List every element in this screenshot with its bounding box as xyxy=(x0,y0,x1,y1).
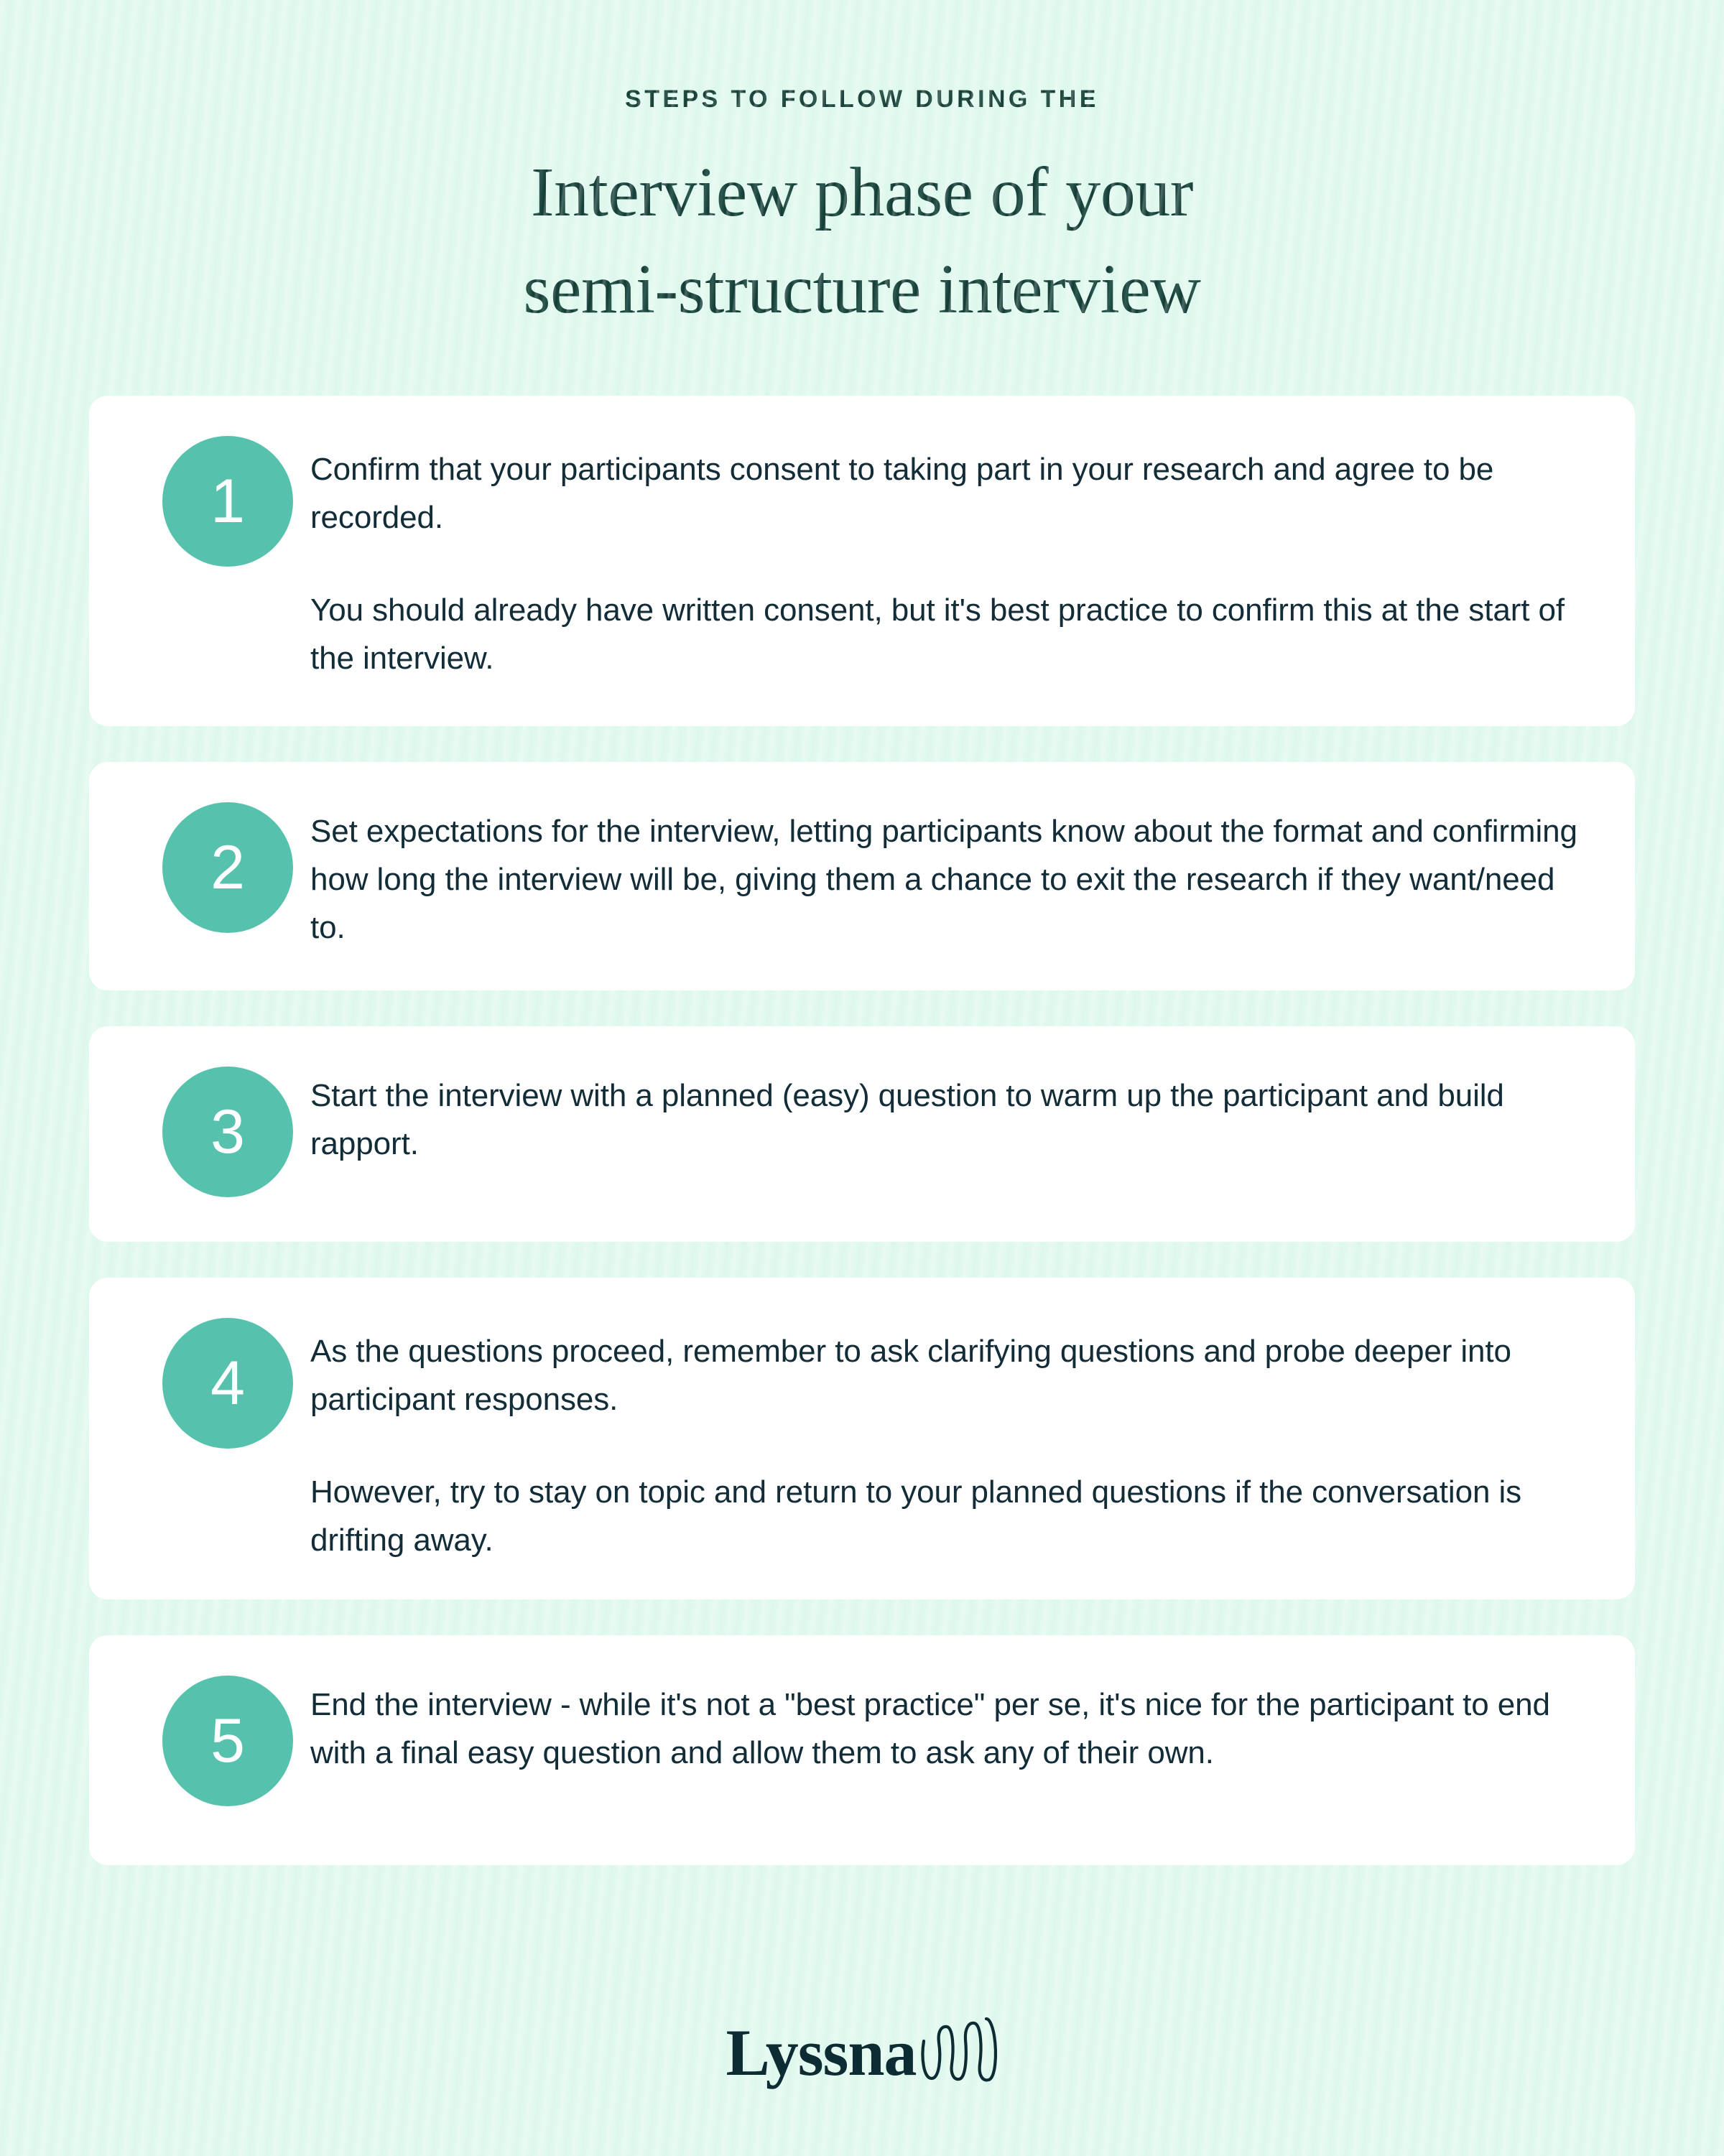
step-body: Set expectations for the interview, lett… xyxy=(310,792,1592,952)
step-badge-wrap: 5 xyxy=(134,1665,310,1807)
squiggle-loops-icon xyxy=(920,2017,997,2082)
step-card: 4 As the questions proceed, remember to … xyxy=(89,1278,1635,1600)
step-paragraph: However, try to stay on topic and return… xyxy=(310,1474,1522,1558)
brand-footer: Lyssna xyxy=(0,2017,1724,2086)
step-number-badge: 2 xyxy=(162,802,293,934)
step-number-badge: 5 xyxy=(162,1676,293,1807)
step-paragraph: Confirm that your participants consent t… xyxy=(310,452,1494,536)
brand-wordmark: Lyssna xyxy=(726,2016,917,2089)
step-paragraph: End the interview - while it's not a "be… xyxy=(310,1687,1550,1771)
step-paragraph: Set expectations for the interview, lett… xyxy=(310,814,1577,946)
step-body: Confirm that your participants consent t… xyxy=(310,426,1592,683)
step-badge-wrap: 4 xyxy=(134,1308,310,1449)
page-title: Interview phase of your semi-structure i… xyxy=(0,144,1724,338)
steps-list: 1 Confirm that your participants consent… xyxy=(0,338,1724,1866)
hero-header: STEPS TO FOLLOW DURING THE Interview pha… xyxy=(0,0,1724,338)
step-body: End the interview - while it's not a "be… xyxy=(310,1665,1592,1778)
step-number-badge: 4 xyxy=(162,1318,293,1449)
page-title-line-2: semi-structure interview xyxy=(523,251,1201,329)
step-badge-wrap: 1 xyxy=(134,426,310,567)
step-number-badge: 3 xyxy=(162,1067,293,1198)
page-title-line-1: Interview phase of your xyxy=(531,153,1193,231)
step-badge-wrap: 3 xyxy=(134,1056,310,1198)
step-paragraph: Start the interview with a planned (easy… xyxy=(310,1078,1504,1162)
eyebrow-label: STEPS TO FOLLOW DURING THE xyxy=(625,85,1099,113)
step-card: 3 Start the interview with a planned (ea… xyxy=(89,1026,1635,1242)
step-card: 1 Confirm that your participants consent… xyxy=(89,396,1635,727)
step-body: Start the interview with a planned (easy… xyxy=(310,1056,1592,1168)
step-card: 2 Set expectations for the interview, le… xyxy=(89,762,1635,991)
step-card: 5 End the interview - while it's not a "… xyxy=(89,1635,1635,1866)
step-paragraph: You should already have written consent,… xyxy=(310,593,1565,676)
step-number-badge: 1 xyxy=(162,436,293,567)
step-body: As the questions proceed, remember to as… xyxy=(310,1308,1592,1565)
step-paragraph: As the questions proceed, remember to as… xyxy=(310,1334,1511,1418)
step-badge-wrap: 2 xyxy=(134,792,310,934)
